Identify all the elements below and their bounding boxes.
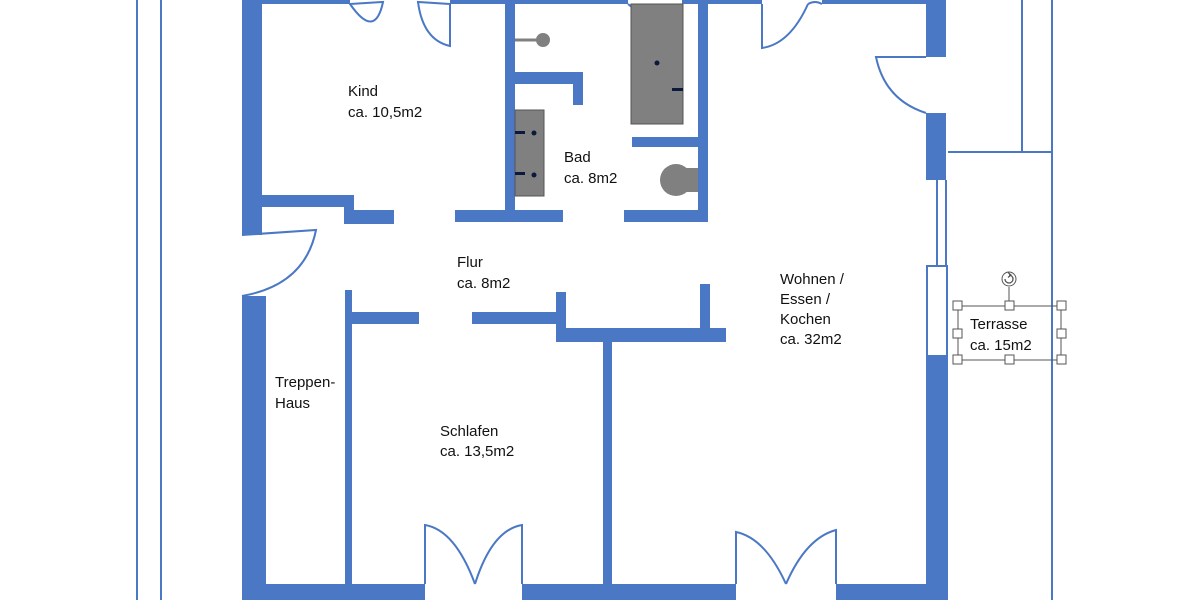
wall-top-2 bbox=[450, 0, 628, 4]
doors bbox=[241, 0, 927, 585]
wall-flur-right-stub bbox=[700, 284, 710, 340]
door-schlafen-left bbox=[424, 523, 476, 585]
wall-bad-inner-top bbox=[515, 72, 583, 84]
wall-bad-bottom-right bbox=[624, 210, 708, 222]
toilet-icon bbox=[660, 164, 698, 196]
resize-handle-bottom-right[interactable] bbox=[1056, 354, 1067, 365]
room-wohnen-line1: Wohnen / bbox=[780, 271, 845, 288]
terrace-windows bbox=[926, 180, 948, 357]
resize-handle-left[interactable] bbox=[952, 328, 963, 339]
door-kind bbox=[348, 0, 385, 23]
shower-head-icon bbox=[515, 33, 550, 47]
room-terrasse-area[interactable]: ca. 15m2 bbox=[970, 337, 1032, 354]
room-treppenhaus-line1: Treppen- bbox=[275, 374, 335, 391]
wall-flur-left bbox=[345, 290, 352, 584]
wall-bad-inner-side bbox=[573, 72, 583, 105]
wall-right-1 bbox=[926, 0, 946, 57]
room-kind-area: ca. 10,5m2 bbox=[348, 104, 422, 121]
door-kind-2 bbox=[416, 0, 451, 48]
bathroom-fixtures bbox=[514, 3, 698, 197]
room-bad-area: ca. 8m2 bbox=[564, 170, 617, 187]
room-bad-name: Bad bbox=[564, 149, 591, 166]
wall-top-4 bbox=[822, 0, 926, 4]
room-flur-name: Flur bbox=[457, 254, 483, 271]
room-wohnen-line2: Essen / bbox=[780, 291, 831, 308]
room-schlafen-area: ca. 13,5m2 bbox=[440, 443, 514, 460]
resize-handle-bottom-left[interactable] bbox=[952, 354, 963, 365]
outer-outline bbox=[136, 0, 1053, 600]
room-wohnen-area: ca. 32m2 bbox=[780, 331, 842, 348]
door-wohnen-bottom-right bbox=[785, 528, 837, 585]
wall-right-2 bbox=[926, 113, 946, 180]
resize-handle-right[interactable] bbox=[1056, 328, 1067, 339]
wall-schlafen-top-a bbox=[345, 312, 419, 324]
door-right bbox=[874, 56, 927, 114]
resize-handle-top-left[interactable] bbox=[952, 300, 963, 311]
door-stair bbox=[241, 228, 318, 297]
room-kind-name: Kind bbox=[348, 83, 378, 100]
door-wohnen-top-left bbox=[761, 3, 809, 50]
room-treppenhaus-line2: Haus bbox=[275, 395, 310, 412]
room-schlafen-name: Schlafen bbox=[440, 423, 498, 440]
wall-kind-bottom-b bbox=[344, 210, 394, 224]
room-terrasse-name[interactable]: Terrasse bbox=[970, 316, 1028, 333]
wall-kind-right bbox=[344, 195, 354, 223]
door-wohnen-bottom-left bbox=[735, 530, 787, 585]
room-wohnen-line3: Kochen bbox=[780, 311, 831, 328]
wall-bad-bottom-left bbox=[455, 210, 563, 222]
rotate-handle-icon[interactable] bbox=[1001, 271, 1017, 287]
wall-bad-right bbox=[698, 0, 708, 222]
sink-icon bbox=[514, 109, 545, 197]
wall-top-3 bbox=[682, 0, 762, 4]
wall-flur-stub bbox=[556, 292, 566, 336]
wall-bottom-2 bbox=[522, 584, 736, 600]
wall-bottom-1 bbox=[242, 584, 425, 600]
bathtub-icon bbox=[630, 3, 684, 125]
resize-handle-top-right[interactable] bbox=[1056, 300, 1067, 311]
wall-flur-bottom bbox=[556, 328, 726, 342]
walls bbox=[242, 0, 948, 600]
wall-schlafen-right bbox=[603, 336, 612, 584]
wall-bottom-3 bbox=[836, 584, 948, 600]
door-wohnen-top-right bbox=[807, 1, 823, 5]
wall-right-3 bbox=[926, 356, 948, 600]
wall-kind-bottom-a bbox=[262, 195, 354, 207]
wall-left-upper bbox=[242, 0, 262, 235]
room-flur-area: ca. 8m2 bbox=[457, 275, 510, 292]
room-labels: Kind ca. 10,5m2 Bad ca. 8m2 Flur ca. 8m2… bbox=[275, 83, 845, 460]
terrasse-textbox[interactable]: Terrasse ca. 15m2 bbox=[952, 271, 1067, 365]
door-schlafen-right bbox=[474, 523, 523, 585]
wall-schlafen-top-b bbox=[472, 312, 566, 324]
wall-bad-partition bbox=[632, 137, 698, 147]
wall-left-lower bbox=[242, 296, 266, 600]
resize-handle-top[interactable] bbox=[1004, 300, 1015, 311]
resize-handle-bottom[interactable] bbox=[1004, 354, 1015, 365]
wall-top-1 bbox=[262, 0, 350, 4]
wall-bad-left bbox=[505, 0, 515, 222]
